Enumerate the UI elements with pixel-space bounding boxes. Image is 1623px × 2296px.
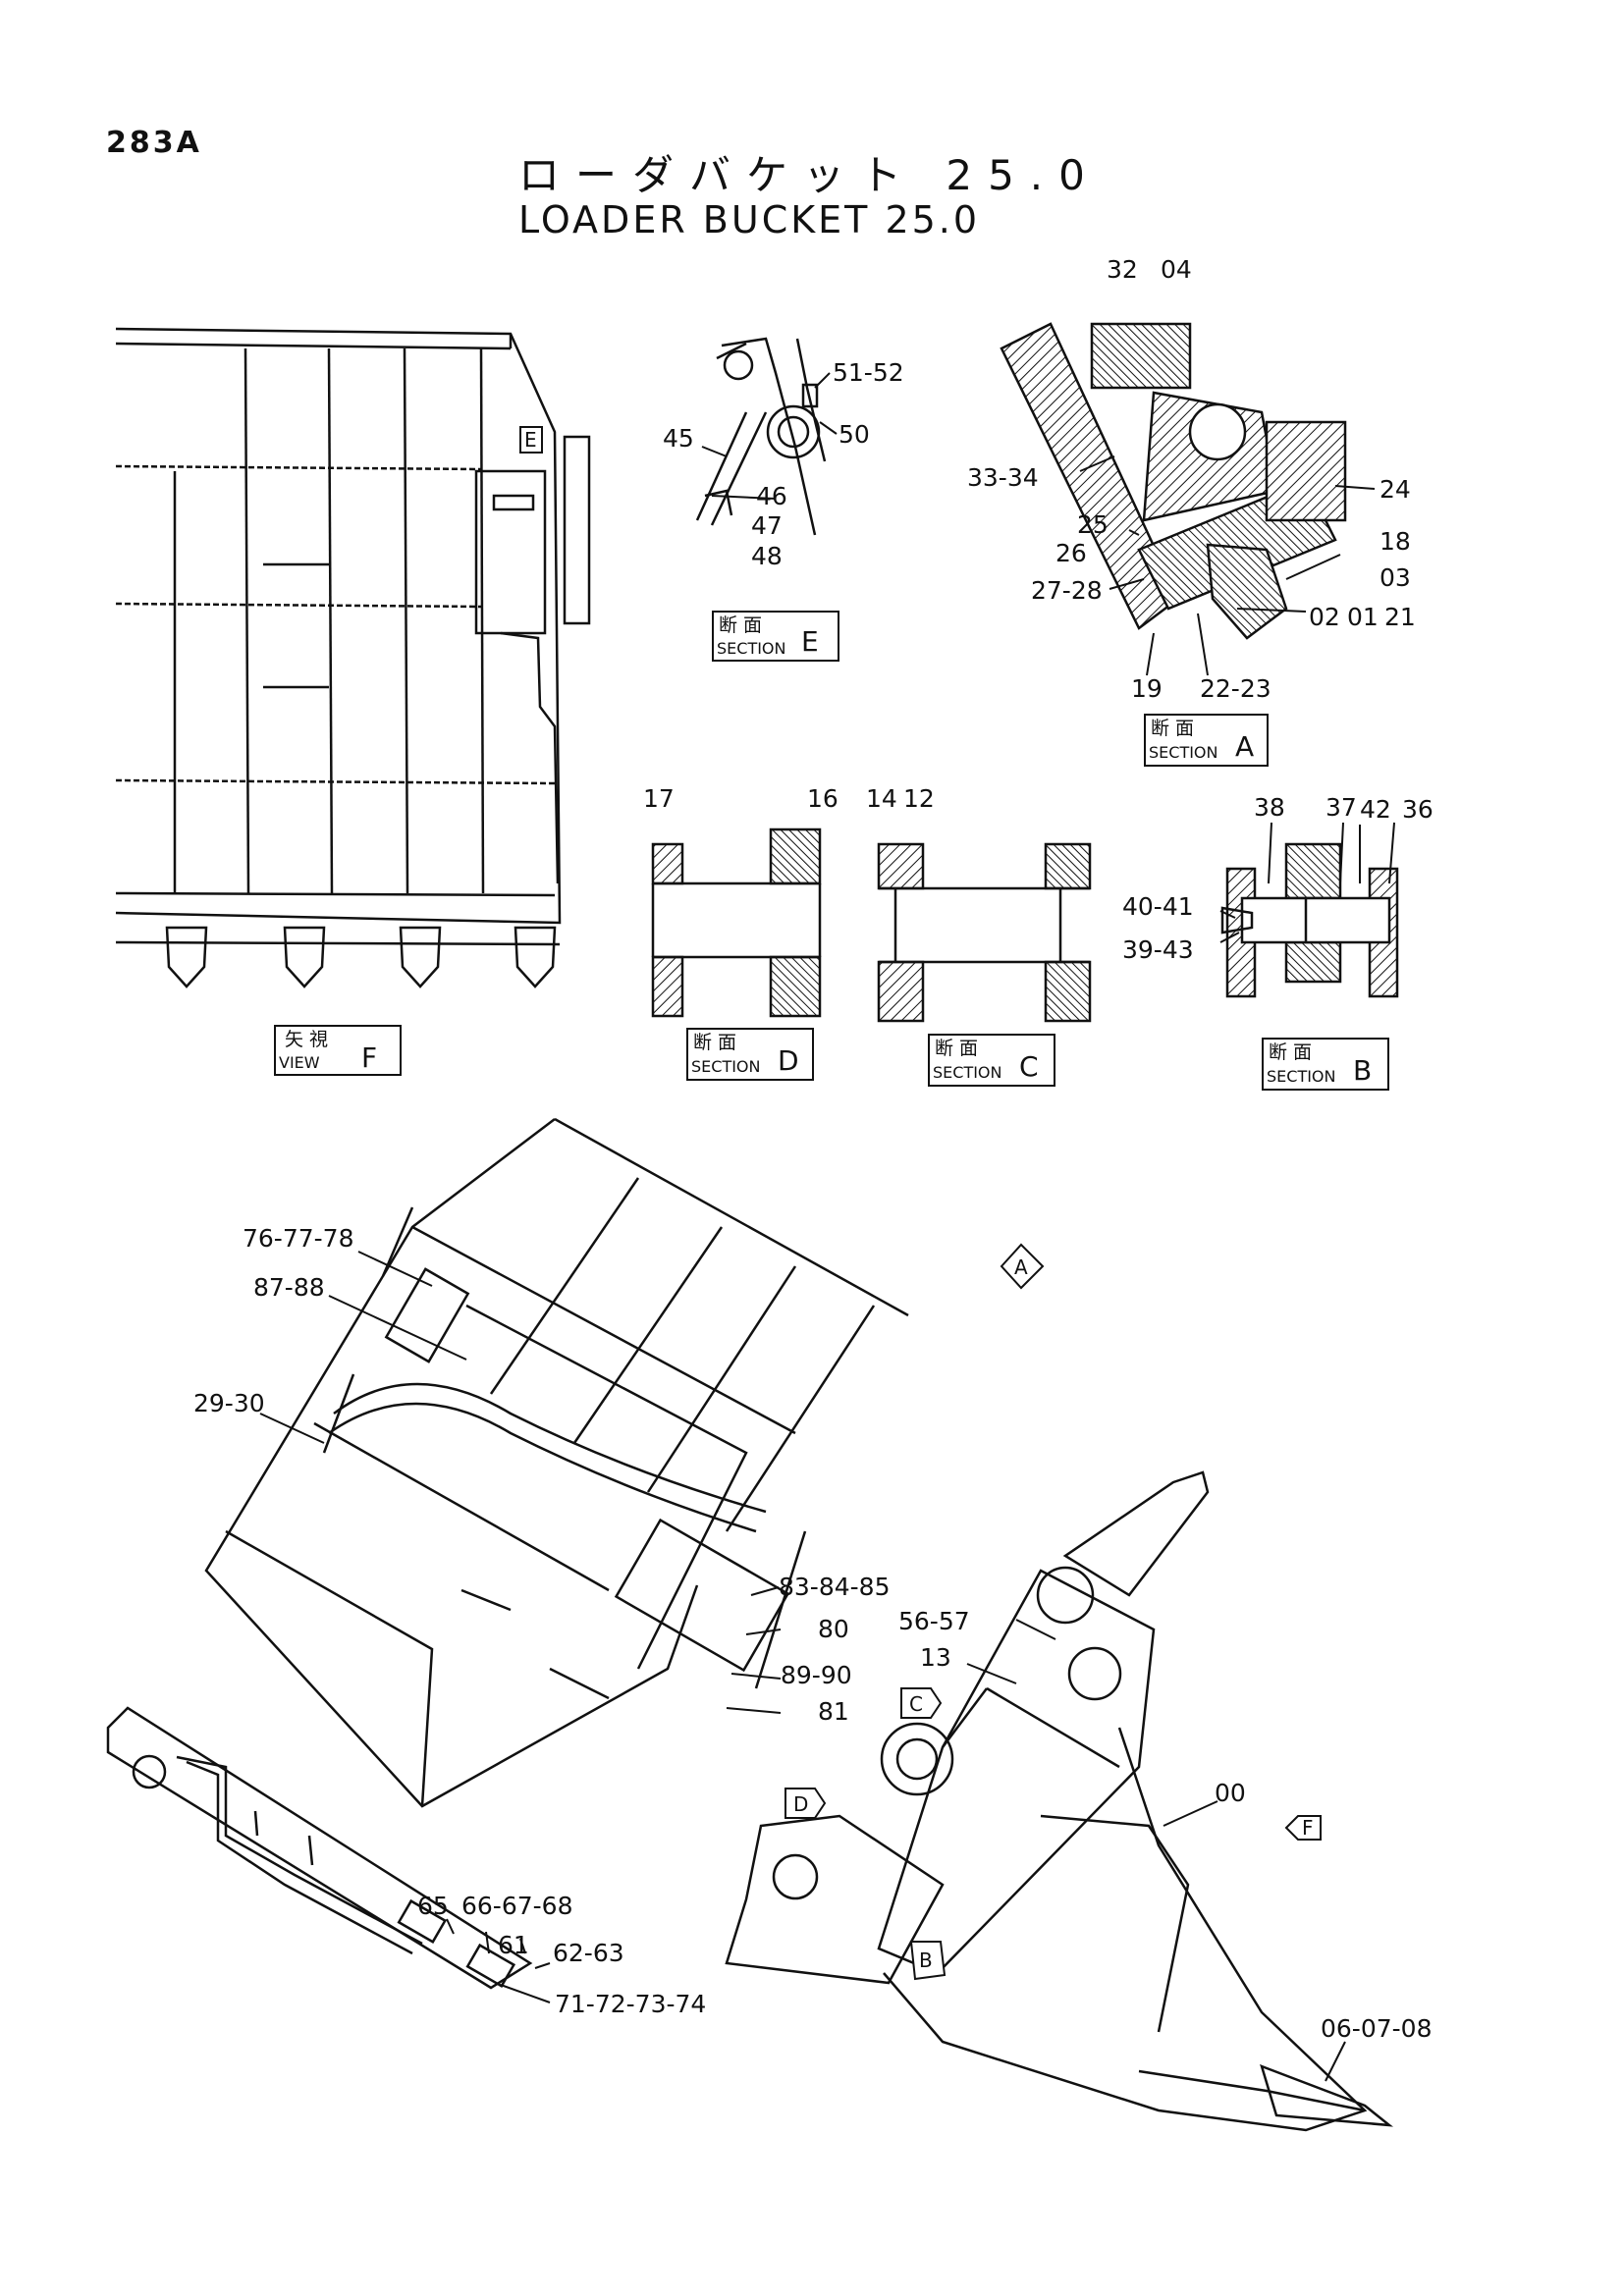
section-a-jp: 断 面 xyxy=(1151,718,1194,739)
view-marker-f: F xyxy=(1284,1815,1322,1841)
callout-06-07-08: 06-07-08 xyxy=(1321,2014,1432,2043)
section-a-letter: A xyxy=(1235,730,1254,763)
callout-71-72-73-74: 71-72-73-74 xyxy=(555,1990,706,2018)
section-e-label: 断 面 SECTION E xyxy=(712,611,839,662)
callout-66-67-68: 66-67-68 xyxy=(461,1892,572,1920)
bucket-side-drawing xyxy=(725,1470,1394,2132)
view-marker-e: E xyxy=(519,426,543,454)
view-f-letter: F xyxy=(361,1041,377,1074)
callout-00: 00 xyxy=(1215,1779,1246,1807)
section-d-en: SECTION xyxy=(691,1057,761,1076)
callout-29-30: 29-30 xyxy=(193,1389,265,1417)
callout-65: 65 xyxy=(417,1892,449,1920)
callout-13: 13 xyxy=(920,1643,951,1672)
callout-42: 42 xyxy=(1360,795,1391,824)
callout-01: 01 xyxy=(1347,603,1379,631)
section-e-jp: 断 面 xyxy=(719,614,762,636)
callout-51-52: 51-52 xyxy=(833,358,904,387)
callout-48: 48 xyxy=(751,542,783,570)
section-b-en: SECTION xyxy=(1267,1067,1336,1086)
callout-87-88: 87-88 xyxy=(253,1273,325,1302)
callout-45: 45 xyxy=(663,424,694,453)
callout-17: 17 xyxy=(643,784,675,813)
section-d-label: 断 面 SECTION D xyxy=(686,1028,814,1081)
callout-61: 61 xyxy=(498,1931,529,1959)
callout-03: 03 xyxy=(1380,563,1411,592)
view-marker-b-letter: B xyxy=(919,1949,933,1972)
section-c-label: 断 面 SECTION C xyxy=(928,1034,1055,1087)
callout-81: 81 xyxy=(818,1697,849,1726)
callout-26: 26 xyxy=(1055,539,1087,567)
section-e-letter: E xyxy=(801,625,819,658)
callout-32: 32 xyxy=(1107,255,1138,284)
section-b-label: 断 面 SECTION B xyxy=(1262,1038,1389,1091)
callout-38: 38 xyxy=(1254,793,1285,822)
callout-76-77-78: 76-77-78 xyxy=(243,1224,353,1253)
view-marker-b: B xyxy=(909,1941,947,1981)
view-marker-d: D xyxy=(784,1788,827,1819)
view-marker-d-letter: D xyxy=(793,1792,808,1816)
view-marker-c: C xyxy=(900,1687,943,1719)
view-marker-f-letter: F xyxy=(1302,1816,1314,1840)
section-e-drawing xyxy=(695,337,827,536)
callout-21: 21 xyxy=(1384,603,1416,631)
callout-16: 16 xyxy=(807,784,839,813)
callout-24: 24 xyxy=(1380,475,1411,504)
callout-18: 18 xyxy=(1380,527,1411,556)
bucket-isometric-drawing xyxy=(204,1117,909,1808)
section-d-letter: D xyxy=(778,1044,799,1077)
section-c-en: SECTION xyxy=(933,1063,1002,1082)
callout-89-90: 89-90 xyxy=(781,1661,852,1689)
section-a-label: 断 面 SECTION A xyxy=(1144,714,1269,767)
callout-37: 37 xyxy=(1325,793,1357,822)
section-c-drawing xyxy=(877,842,1092,1023)
callout-14: 14 xyxy=(866,784,897,813)
callout-36: 36 xyxy=(1402,795,1434,824)
section-c-letter: C xyxy=(1019,1050,1039,1083)
section-a-en: SECTION xyxy=(1149,743,1218,762)
callout-50: 50 xyxy=(839,420,870,449)
view-f-drawing xyxy=(115,327,591,988)
callout-25: 25 xyxy=(1077,510,1109,539)
callout-56-57: 56-57 xyxy=(898,1607,970,1635)
callout-47: 47 xyxy=(751,511,783,540)
callout-02: 02 xyxy=(1309,603,1340,631)
view-marker-e-letter: E xyxy=(524,428,537,452)
callout-22-23: 22-23 xyxy=(1200,674,1271,703)
section-c-jp: 断 面 xyxy=(935,1038,978,1059)
callout-83-84-85: 83-84-85 xyxy=(779,1573,890,1601)
view-f-en: VIEW xyxy=(279,1053,320,1072)
section-d-jp: 断 面 xyxy=(693,1032,736,1053)
callout-46: 46 xyxy=(756,482,787,510)
callout-27-28: 27-28 xyxy=(1031,576,1103,605)
callout-40-41: 40-41 xyxy=(1122,892,1194,921)
callout-04: 04 xyxy=(1161,255,1192,284)
section-e-en: SECTION xyxy=(717,639,786,658)
view-marker-c-letter: C xyxy=(909,1692,923,1716)
section-d-drawing xyxy=(651,828,822,1018)
page-number: 283A xyxy=(106,126,202,160)
view-marker-a-letter: A xyxy=(1014,1255,1028,1279)
callout-33-34: 33-34 xyxy=(967,463,1039,492)
callout-19: 19 xyxy=(1131,674,1163,703)
view-marker-a: A xyxy=(1000,1243,1045,1290)
title-japanese: ローダバケット 25.0 xyxy=(518,151,1101,199)
view-f-jp: 矢 視 xyxy=(285,1029,328,1050)
view-f-label: 矢 視 VIEW F xyxy=(274,1025,402,1076)
title-english: LOADER BUCKET 25.0 xyxy=(518,198,981,241)
section-b-letter: B xyxy=(1353,1054,1372,1087)
callout-39-43: 39-43 xyxy=(1122,935,1194,964)
section-b-jp: 断 面 xyxy=(1269,1041,1312,1063)
section-b-drawing xyxy=(1220,842,1399,998)
callout-62-63: 62-63 xyxy=(553,1939,624,1967)
leader-lines xyxy=(259,372,1395,2082)
callout-12: 12 xyxy=(903,784,935,813)
callout-80: 80 xyxy=(818,1615,849,1643)
section-a-drawing xyxy=(1000,322,1347,640)
hydraulic-line-drawing xyxy=(106,1706,533,1990)
